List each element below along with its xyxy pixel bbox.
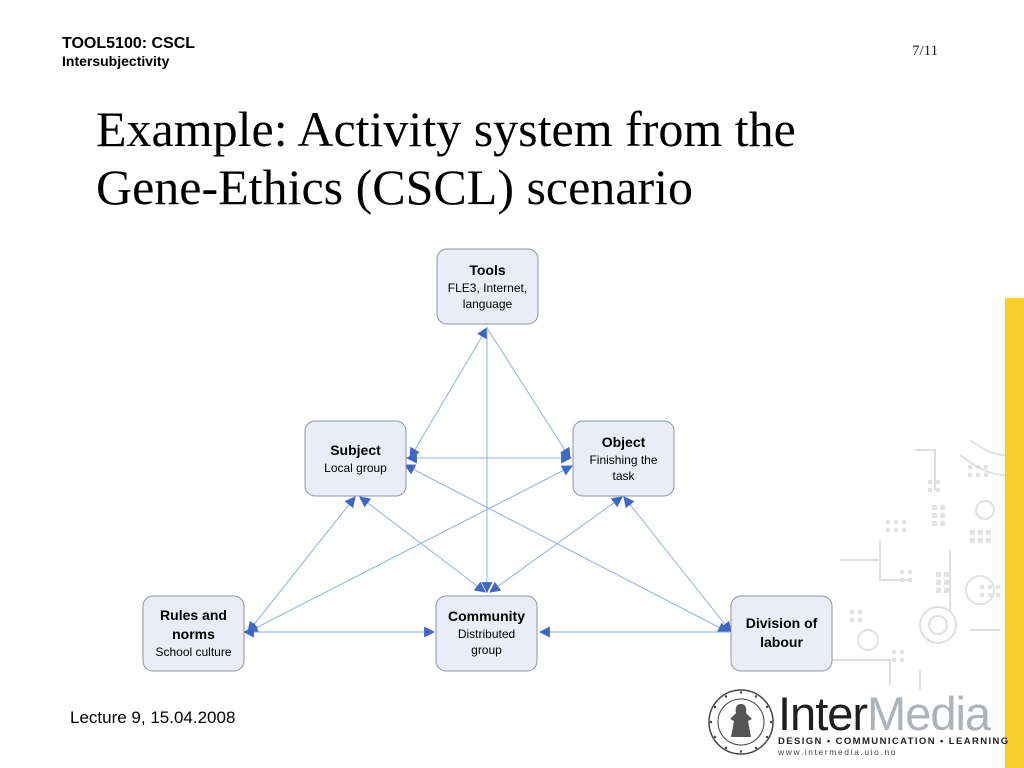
node-community-detail-1: Distributed <box>458 627 515 641</box>
node-object-detail-1: Finishing the <box>589 453 657 467</box>
course-title: TOOL5100: CSCL <box>62 35 196 52</box>
slide-title-line-1: Example: Activity system from the <box>96 101 796 157</box>
course-header: TOOL5100: CSCL Intersubjectivity <box>62 34 195 70</box>
accent-bar <box>1005 298 1024 768</box>
diagram-edges <box>242 327 732 638</box>
university-seal-logo <box>708 689 774 755</box>
edge-object-community <box>489 496 623 593</box>
brand-url: www.intermedia.uio.no <box>778 747 898 757</box>
edge-object-division <box>623 496 732 633</box>
node-division-label-2: labour <box>760 634 803 650</box>
edge-tools-object <box>486 327 571 459</box>
node-tools: Tools FLE3, Internet, language <box>436 248 539 325</box>
node-rules: Rules and norms School culture <box>142 595 245 672</box>
page-number: 7/11 <box>912 43 939 59</box>
node-subject: Subject Local group <box>304 420 407 497</box>
intermedia-logo: InterMedia DESIGN • COMMUNICATION • LEAR… <box>778 690 1010 758</box>
circuit-pattern-decoration <box>830 439 1005 690</box>
lecture-footer: Lecture 9, 15.04.2008 <box>70 708 236 727</box>
node-tools-detail-2: language <box>463 297 513 311</box>
edge-object-rules <box>247 465 573 633</box>
node-subject-label: Subject <box>330 442 381 458</box>
node-community-label: Community <box>448 608 525 624</box>
node-community-detail-2: group <box>471 643 502 657</box>
node-division-label-1: Division of <box>746 615 818 631</box>
node-object: Object Finishing the task <box>572 420 675 497</box>
slide-title: Example: Activity system from the Gene-E… <box>96 100 936 216</box>
node-rules-detail: School culture <box>155 645 231 659</box>
node-rules-label-1: Rules and <box>160 607 227 623</box>
edge-subject-community <box>359 496 486 593</box>
node-object-label: Object <box>602 434 646 450</box>
slide-title-line-2: Gene-Ethics (CSCL) scenario <box>96 159 694 215</box>
brand-name-part-2: Media <box>867 687 991 740</box>
brand-tagline: DESIGN • COMMUNICATION • LEARNING <box>778 736 1010 747</box>
intermedia-wordmark: InterMedia <box>778 690 1010 738</box>
edge-subject-rules <box>247 496 356 633</box>
node-community: Community Distributed group <box>435 595 538 672</box>
node-tools-detail-1: FLE3, Internet, <box>448 281 527 295</box>
node-tools-label: Tools <box>469 262 506 278</box>
node-division: Division of labour <box>730 595 833 672</box>
edge-tools-subject <box>409 327 488 459</box>
node-rules-label-2: norms <box>172 626 215 642</box>
course-topic: Intersubjectivity <box>62 53 170 70</box>
node-subject-detail: Local group <box>324 461 387 475</box>
brand-name-part-1: Inter <box>778 687 868 740</box>
node-object-detail-2: task <box>612 469 635 483</box>
